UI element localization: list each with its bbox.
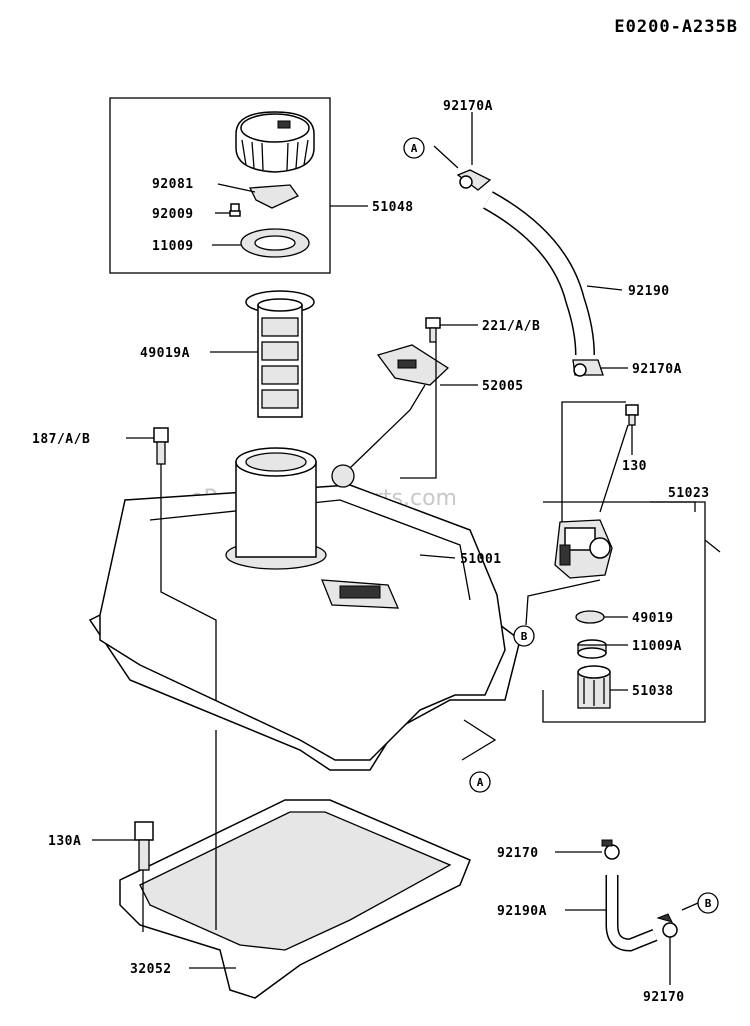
lower-clamp-top [601,839,620,860]
cover-bolt [134,821,154,871]
label-49019: 49019 [632,611,674,626]
lower-clamp-bottom [656,913,678,938]
label-51048: 51048 [372,200,414,215]
gauge-screw [425,317,441,343]
label-130A: 130A [48,834,81,849]
label-51001: 51001 [460,552,502,567]
label-92170-low: 92170 [497,846,539,861]
hose-clamp-mid [572,359,604,377]
hose-clamp-top [456,169,492,191]
label-187-a-b: 187/A/B [32,432,90,447]
cock-gasket [577,639,607,659]
cock-cup [577,665,611,709]
svg-text:A: A [477,776,484,789]
label-52005: 52005 [482,379,524,394]
label-92190A: 92190A [497,904,547,919]
label-11009A: 11009A [632,639,682,654]
cap-gasket [240,228,310,258]
label-92170-bottom: 92170 [643,990,685,1005]
ref-marker-b-low: B [697,892,719,914]
label-51038: 51038 [632,684,674,699]
cap-bracket [248,184,299,209]
label-92009: 92009 [152,207,194,222]
label-92081: 92081 [152,177,194,192]
fuel-gauge [331,344,450,488]
label-11009: 11009 [152,239,194,254]
fuel-strainer [245,290,315,418]
tank-bolt [153,427,169,465]
diagram-code: E0200-A235B [614,17,738,37]
ref-marker-a-low: A [469,771,491,793]
leader-lines [92,112,721,985]
label-32052: 32052 [130,962,172,977]
svg-text:B: B [705,897,712,910]
svg-text:B: B [521,630,528,643]
label-130: 130 [622,459,647,474]
svg-text:A: A [411,142,418,155]
label-92190: 92190 [628,284,670,299]
ref-marker-b-mid: B [513,625,535,647]
label-92170A-mid: 92170A [632,362,682,377]
fuel-cap [235,111,315,173]
label-92170A-top: 92170A [443,99,493,114]
cap-group-box [109,97,331,274]
fuel-cock [554,519,613,579]
cock-screw [625,404,639,426]
ref-marker-a-top: A [403,137,425,159]
fuel-tank [88,447,521,771]
cap-screw [229,203,241,217]
label-221-a-b: 221/A/B [482,319,540,334]
lower-hose [605,875,658,952]
tank-under-cover [119,799,471,999]
label-51023: 51023 [668,486,710,501]
label-49019A: 49019A [140,346,190,361]
cock-filter [575,610,605,624]
